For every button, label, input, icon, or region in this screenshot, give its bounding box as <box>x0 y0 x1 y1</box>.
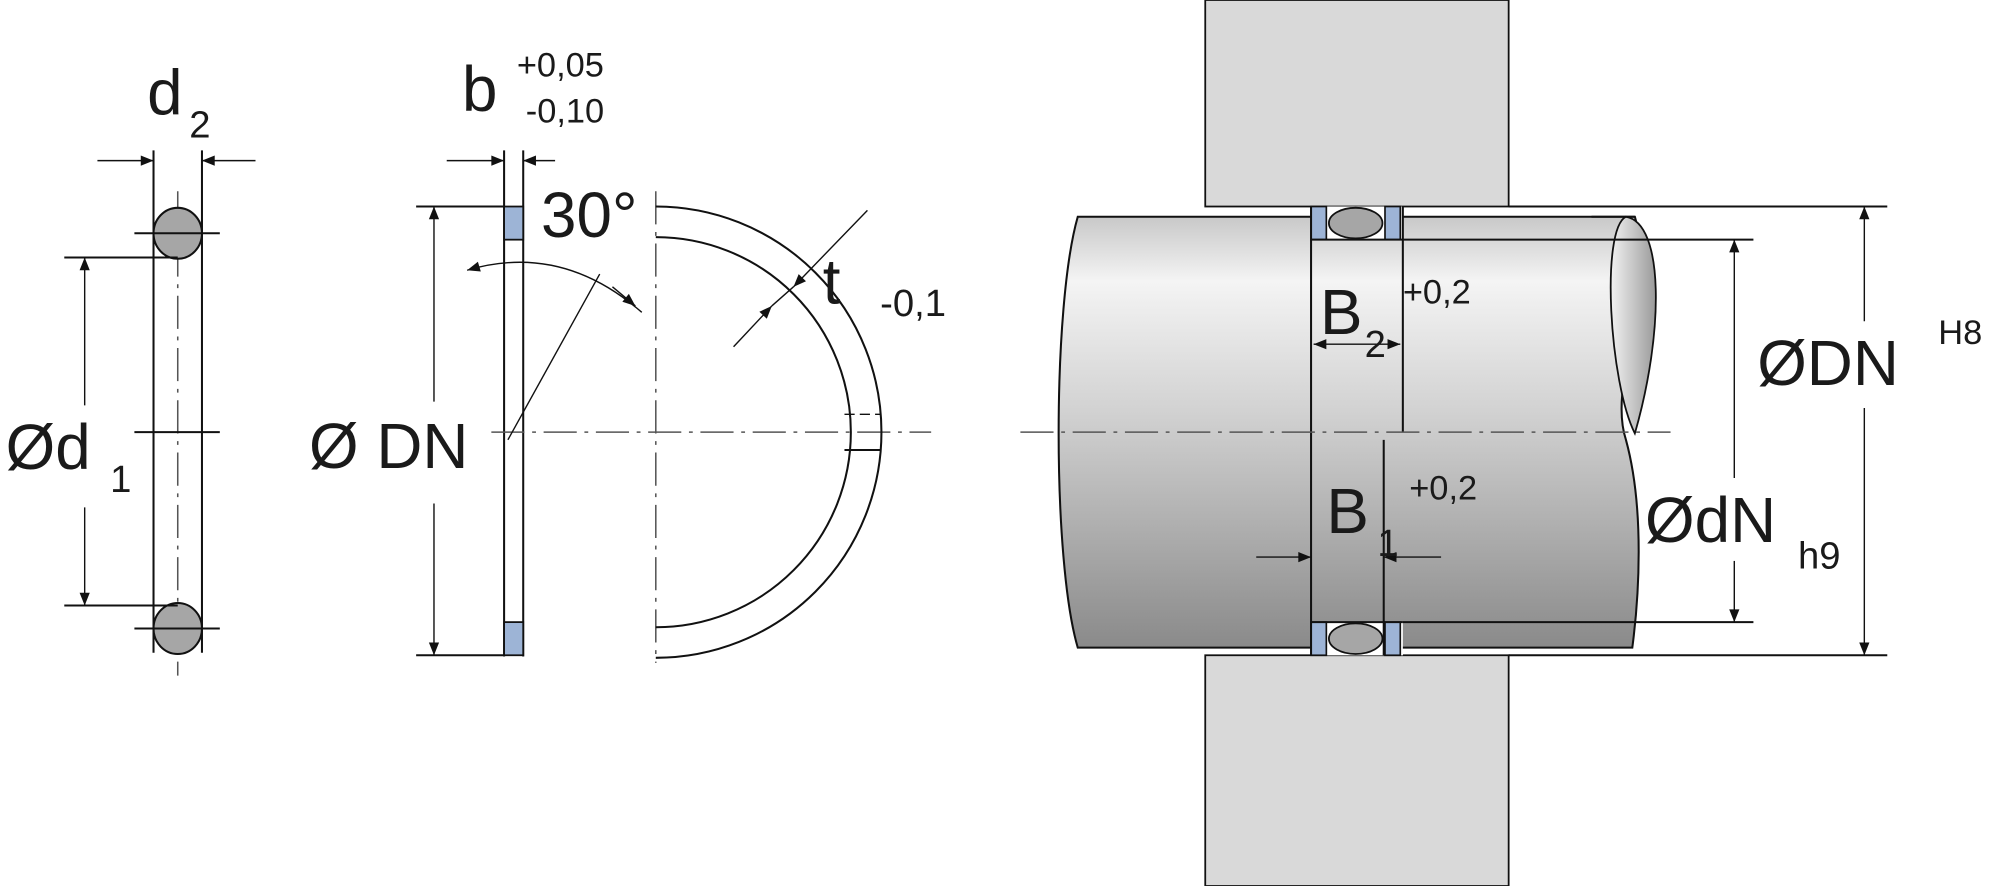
label-d2-sub: 2 <box>189 104 210 147</box>
label-d2: d <box>147 57 182 129</box>
housing-bottom <box>1204 654 1510 886</box>
backup-ring-left-top <box>1310 205 1328 241</box>
label-dn: Ø DN <box>309 410 468 482</box>
tol-b-lower: -0,10 <box>526 92 604 130</box>
label-b2: B <box>1320 276 1363 348</box>
tol-t: -0,1 <box>880 282 946 325</box>
label-b1: B <box>1326 475 1369 547</box>
backup-ring-right-top <box>1384 205 1402 241</box>
label-b: b <box>462 53 497 125</box>
label-dN: ØdN <box>1645 484 1776 556</box>
tol-b2: +0,2 <box>1403 273 1471 311</box>
label-t: t <box>823 245 841 317</box>
tol-DN: H8 <box>1938 314 1982 352</box>
label-angle: 30° <box>541 179 637 251</box>
label-b2-sub: 2 <box>1365 323 1386 366</box>
backup-ring-left-bottom <box>1310 621 1328 657</box>
label-b1-sub: 1 <box>1377 522 1398 565</box>
oring-installed-top <box>1328 206 1384 240</box>
label-d1: Ød <box>6 411 91 483</box>
backup-ring-section-top <box>503 205 525 241</box>
label-DN: ØDN <box>1757 327 1899 399</box>
label-d1-sub: 1 <box>110 458 131 501</box>
backup-ring-section-bottom <box>503 621 525 657</box>
housing-top <box>1204 0 1510 208</box>
tol-b1: +0,2 <box>1409 470 1477 508</box>
oring-installed-bottom <box>1328 622 1384 655</box>
installation-view: B 2 +0,2 B 1 +0,2 ØDN H8 ØdN h9 <box>1020 0 1982 886</box>
oring-view: d 2 Ød 1 <box>6 57 256 676</box>
backup-ring-view: b +0,05 -0,10 Ø DN 30° t -0,1 <box>309 46 946 663</box>
tol-b-upper: +0,05 <box>517 46 604 84</box>
tol-dN: h9 <box>1798 535 1841 578</box>
backup-ring-right-bottom <box>1384 621 1402 657</box>
